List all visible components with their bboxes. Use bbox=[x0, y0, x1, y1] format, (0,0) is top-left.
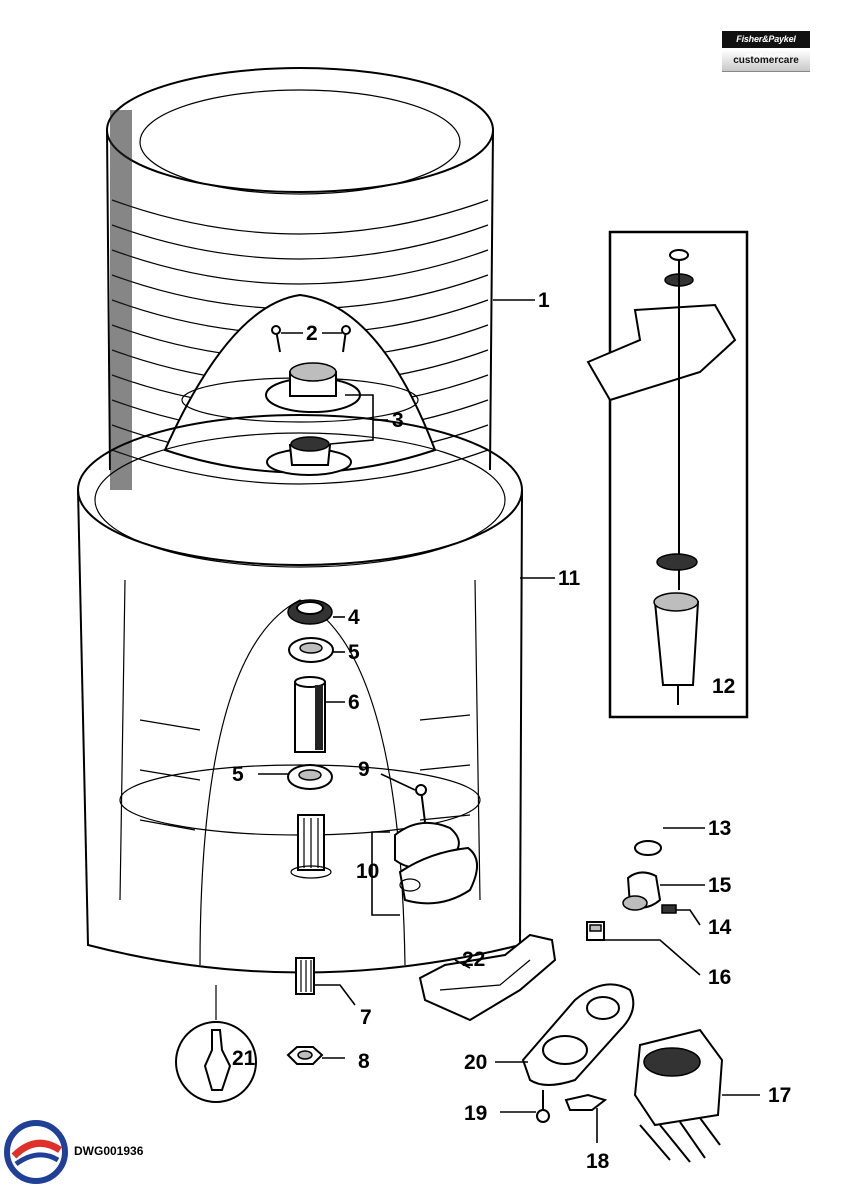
hex-nut bbox=[286, 1046, 324, 1065]
callout-14: 14 bbox=[708, 916, 732, 939]
hose-fitting bbox=[564, 1093, 608, 1111]
bearing-upper bbox=[288, 637, 334, 663]
brand-tagline: customercare bbox=[722, 50, 810, 72]
pump-bracket bbox=[394, 784, 478, 905]
spacer-tube bbox=[294, 676, 326, 753]
drawing-number: DWG001936 bbox=[74, 1144, 144, 1158]
callout-8: 8 bbox=[358, 1050, 370, 1073]
pump-gasket bbox=[521, 983, 635, 1086]
callout-12: 12 bbox=[712, 675, 735, 698]
callout-11: 11 bbox=[558, 567, 581, 590]
pump-cap bbox=[622, 871, 662, 911]
brand-name: Fisher&Paykel appliances bbox=[722, 31, 810, 61]
brand-logo: Fisher&Paykel appliances customercare bbox=[722, 31, 810, 72]
callout-16: 16 bbox=[708, 966, 731, 989]
callout-22: 22 bbox=[462, 948, 485, 971]
mounting-screw bbox=[536, 1090, 550, 1123]
connector bbox=[586, 921, 605, 941]
callout-19: 19 bbox=[464, 1102, 487, 1125]
o-ring bbox=[634, 840, 662, 856]
company-swirl-logo bbox=[4, 1120, 68, 1184]
callout-20: 20 bbox=[464, 1051, 487, 1074]
callout-21: 21 bbox=[232, 1047, 256, 1070]
callout-1: 1 bbox=[538, 289, 550, 312]
callout-6: 6 bbox=[348, 691, 360, 714]
callout-7: 7 bbox=[360, 1006, 372, 1029]
callout-15: 15 bbox=[708, 874, 732, 897]
callout-2: 2 bbox=[306, 322, 318, 345]
clip-detail bbox=[175, 985, 257, 1103]
callout-5-upper: 5 bbox=[348, 641, 360, 664]
callout-3: 3 bbox=[392, 409, 404, 432]
small-clip bbox=[661, 904, 677, 914]
pump-motor bbox=[633, 1028, 724, 1163]
drive-hub bbox=[265, 362, 361, 476]
bearing-lower bbox=[287, 764, 333, 790]
callout-5-lower: 5 bbox=[232, 763, 244, 786]
wash-basket bbox=[106, 67, 494, 490]
spline-sleeve bbox=[295, 957, 315, 995]
hose-bracket bbox=[418, 933, 557, 1022]
outer-tub bbox=[77, 414, 523, 974]
callout-9: 9 bbox=[358, 758, 370, 781]
callout-18: 18 bbox=[586, 1150, 610, 1173]
drive-shaft bbox=[290, 814, 332, 879]
callout-4: 4 bbox=[348, 606, 360, 629]
callout-13: 13 bbox=[708, 817, 731, 840]
seal bbox=[287, 599, 333, 625]
callout-numbers: 1 2 3 4 5 6 5 9 10 11 12 13 15 14 16 22 … bbox=[232, 289, 791, 1173]
suspension-rod-inset bbox=[586, 230, 749, 719]
leader-lines bbox=[258, 299, 760, 1143]
callout-17: 17 bbox=[768, 1084, 791, 1107]
callout-10: 10 bbox=[356, 860, 379, 883]
screws bbox=[271, 325, 351, 353]
